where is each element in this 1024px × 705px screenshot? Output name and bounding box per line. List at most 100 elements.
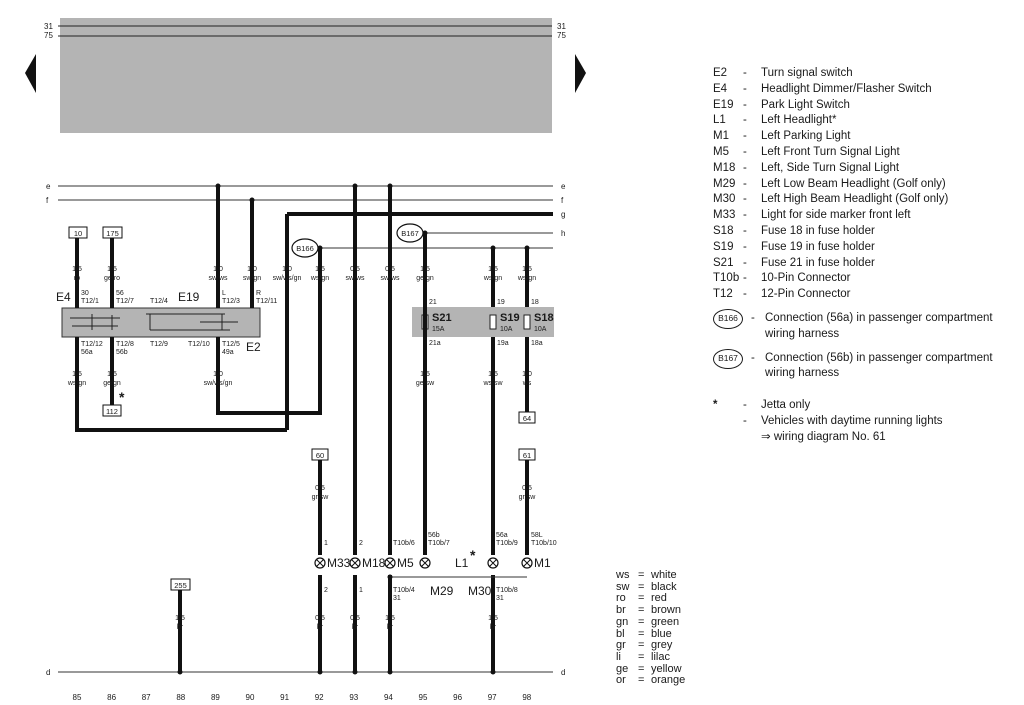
color-abbr: bl	[616, 627, 625, 640]
wire-color-w85: ro	[74, 275, 80, 282]
label-s19: S19	[500, 312, 520, 324]
note-mark: *	[713, 399, 718, 411]
grid-number-98: 98	[522, 693, 531, 702]
wire-color-w98: ws/gn	[517, 275, 536, 282]
legend-code: M18	[713, 161, 736, 174]
pin-e4_top1: 30	[81, 290, 89, 297]
fuse-s19-icon	[489, 314, 497, 330]
wire-gauge-w89: 1,0	[213, 266, 223, 273]
wire-color-w98b: ws	[522, 380, 532, 387]
pin-m1_topb: T10b/10	[531, 540, 557, 547]
amp-s21: 15A	[432, 326, 445, 333]
wire-color-gr: gr=grey	[616, 640, 685, 652]
color-abbr: or	[616, 674, 626, 687]
legend-dash	[743, 430, 761, 446]
next-page-arrow-icon[interactable]	[575, 54, 586, 93]
wire-gauge-w98c: 0,5	[522, 485, 532, 492]
wire-color-w97b: ws/sw	[482, 380, 503, 387]
legend-code: M5	[713, 145, 729, 158]
rail-e-left: e	[46, 182, 51, 191]
connection-b166-label: B166	[296, 244, 314, 253]
pin-m33_top: 1	[324, 540, 328, 547]
label-e2: E2	[246, 340, 261, 354]
legend-desc: Fuse 21 in fuse holder	[761, 256, 875, 269]
wire-gauge-w92: 1,5	[315, 266, 325, 273]
legend-dash: -	[743, 414, 747, 427]
color-name: brown	[651, 604, 681, 617]
wire-color-li: li=lilac	[616, 650, 685, 664]
legend-code: E2	[713, 67, 728, 79]
legend-dash: -	[743, 256, 747, 269]
label-s21: S21	[432, 312, 452, 324]
color-eq: =	[638, 592, 645, 605]
wire-color-w97d: br	[490, 624, 497, 631]
legend-item-m18: M18-Left, Side Turn Signal Light	[713, 161, 1013, 177]
legend-dash: -	[743, 145, 747, 158]
wire-gauge-w88d: 1,5	[175, 615, 185, 622]
connection-circle-icon: B167	[713, 348, 743, 369]
legend-item-m29: M29-Left Low Beam Headlight (Golf only)	[713, 177, 1013, 193]
legend-item-s19: S19-Fuse 19 in fuse holder	[713, 240, 1013, 256]
pin-e4_top2b: T12/7	[116, 298, 134, 305]
connection-b166	[291, 238, 319, 258]
pin-t1210: T12/10	[188, 341, 210, 348]
note-mark	[713, 414, 743, 430]
connection-circle-icon: B166	[713, 308, 743, 329]
wire-color-w90: sw/gn	[243, 275, 261, 282]
color-name: yellow	[651, 662, 682, 675]
legend-code: S19	[713, 240, 734, 253]
wire-gauge-w98: 1,5	[522, 266, 532, 273]
legend-dash: -	[743, 288, 747, 301]
wire-color-ro: ro=red	[616, 593, 685, 605]
color-abbr: gr	[616, 639, 626, 652]
legend-item-t10b: T10b-10-Pin Connector	[713, 271, 1013, 287]
pin-e2_topLb: T12/3	[222, 298, 240, 305]
pin-m1_top: 58L	[531, 532, 543, 539]
legend-code: L1	[713, 114, 726, 127]
pin-m5_bot: T10b/4	[393, 587, 415, 594]
pin-t129: T12/9	[150, 341, 168, 348]
rail-h-right: h	[561, 229, 565, 238]
color-eq: =	[638, 569, 645, 581]
pin-s18_top: 18	[531, 299, 539, 306]
note-item: -Vehicles with daytime running lights	[713, 414, 1013, 430]
connector-255: 255	[174, 581, 187, 590]
label-m29: M29	[430, 584, 454, 598]
note-desc: Jetta only	[761, 399, 811, 411]
note-item: ⇒ wiring diagram No. 61	[713, 430, 1013, 446]
prev-page-arrow-icon[interactable]	[25, 54, 36, 93]
pin-m18_top: 2	[359, 540, 363, 547]
wire-color-ws: ws=white	[616, 569, 685, 582]
pin-e4_bot2: T12/8	[116, 341, 134, 348]
grid-number-86: 86	[107, 693, 116, 702]
wire-gauge-w97: 1,5	[488, 266, 498, 273]
legend-dash: -	[743, 130, 747, 143]
legend-desc: Connection (56b) in passenger compartmen…	[765, 351, 993, 380]
legend-item-t12: T12-12-Pin Connector	[713, 287, 1013, 303]
legend-dash: -	[743, 193, 747, 206]
pin-e2_topL: L	[222, 290, 226, 297]
legend-dash: -	[743, 272, 747, 285]
wire-gauge-w90: 1,0	[247, 266, 257, 273]
grid-number-95: 95	[419, 693, 428, 702]
legend-code: E19	[713, 98, 734, 111]
wire-color-bl: bl=blue	[616, 627, 685, 641]
connector-112: 112	[106, 407, 118, 416]
line-75-left: 75	[44, 31, 53, 40]
color-name: orange	[651, 674, 686, 687]
pin-e4_top1b: T12/1	[81, 298, 99, 305]
rail-d-left: d	[46, 668, 50, 677]
legend-desc: Fuse 18 in fuse holder	[761, 224, 875, 237]
grid-number-88: 88	[176, 693, 185, 702]
wire-color-w92: ws/gn	[310, 275, 329, 282]
amp-s19: 10A	[500, 326, 513, 333]
color-abbr: li	[616, 650, 621, 663]
color-name: green	[651, 615, 680, 628]
pin-m30_bot: T10b/8	[496, 587, 518, 594]
pin-m33_bot: 2	[324, 587, 328, 594]
pin-m29_topb: T10b/7	[428, 540, 450, 547]
